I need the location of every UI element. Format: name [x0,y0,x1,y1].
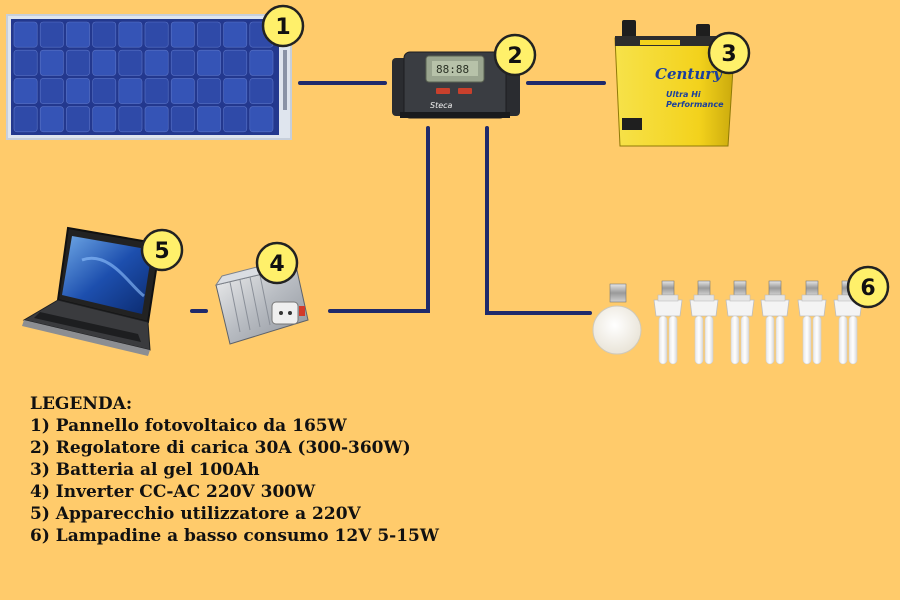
solar-cell [39,106,64,133]
solar-cell [66,78,90,104]
solar-cell [118,21,143,48]
wire-controller-to-inverter [328,126,430,313]
solar-cell [170,49,195,76]
badge-inverter: 4 [255,241,299,285]
solar-cell [170,21,195,48]
solar-cell [66,21,90,48]
solar-cell [170,78,195,104]
badge-label: 2 [507,44,522,69]
solar-cell [144,78,169,104]
solar-cell [249,49,274,76]
charge-controller: 88:88 Steca [392,51,520,119]
solar-cell [144,106,169,133]
lamps [592,280,863,365]
badge-label: 4 [269,252,284,277]
solar-cell [118,106,143,133]
solar-cell [118,78,143,104]
solar-cell [223,49,248,76]
legend-item-6: 6) Lampadine a basso consumo 12V 5-15W [30,526,439,546]
solar-cell [197,78,221,104]
solar-cell [223,106,248,133]
battery: Century Ultra Hi Performance [614,20,736,147]
solar-cell [197,21,221,48]
controller-brand: Steca [430,101,453,110]
solar-cell [39,49,64,76]
battery-brand: Century [655,65,723,83]
solar-cell [197,49,221,76]
badge-controller: 2 [493,33,537,77]
solar-cell [92,78,117,104]
solar-cell [144,49,169,76]
solar-cell [92,21,117,48]
badge-label: 3 [721,42,736,67]
legend-item-5: 5) Apparecchio utilizzatore a 220V [30,504,361,524]
battery-label-line-2: Performance [666,100,724,109]
solar-panel [6,14,292,140]
solar-cell [170,106,195,133]
solar-cell [92,106,117,133]
solar-cell [13,106,38,133]
legend: LEGENDA: 1) Pannello fotovoltaico da 165… [30,393,439,547]
laptop [22,226,162,356]
badge-laptop: 5 [140,228,184,272]
legend-item-3: 3) Batteria al gel 100Ah [30,460,260,480]
inverter-socket [271,301,299,325]
solar-cell [118,49,143,76]
solar-cell [66,106,90,133]
svg-text:88:88: 88:88 [436,63,469,76]
cfl-lamp [760,280,790,365]
solar-cell [223,78,248,104]
controller-button [458,88,472,94]
solar-cell [92,49,117,76]
solar-cell [249,106,274,133]
legend-item-1: 1) Pannello fotovoltaico da 165W [30,416,347,436]
cfl-lamps [653,280,863,365]
cfl-lamp [689,280,719,365]
wire-controller-to-lamps [485,126,592,315]
solar-cells [13,21,274,133]
solar-cell [249,78,274,104]
solar-cell [13,49,38,76]
controller-button [436,88,450,94]
badge-lamps: 6 [846,265,890,309]
badge-label: 1 [275,15,290,40]
cfl-lamp [653,280,683,365]
badge-panel: 1 [261,4,305,48]
badge-label: 6 [860,276,875,301]
solar-cell [13,21,38,48]
legend-item-4: 4) Inverter CC-AC 220V 300W [30,482,316,502]
legend-title: LEGENDA: [30,394,133,414]
wiring [190,81,606,315]
cfl-lamp [797,280,827,365]
solar-cell [144,21,169,48]
solar-cell [13,78,38,104]
solar-cell [197,106,221,133]
legend-item-2: 2) Regolatore di carica 30A (300-360W) [30,438,411,458]
solar-cell [39,21,64,48]
badge-label: 5 [154,239,169,264]
solar-cell [223,21,248,48]
bulb-lamp [592,283,642,355]
battery-label-line-1: Ultra Hi [666,90,701,99]
solar-cell [66,49,90,76]
badge-battery: 3 [707,31,751,75]
cfl-lamp [725,280,755,365]
solar-cell [39,78,64,104]
